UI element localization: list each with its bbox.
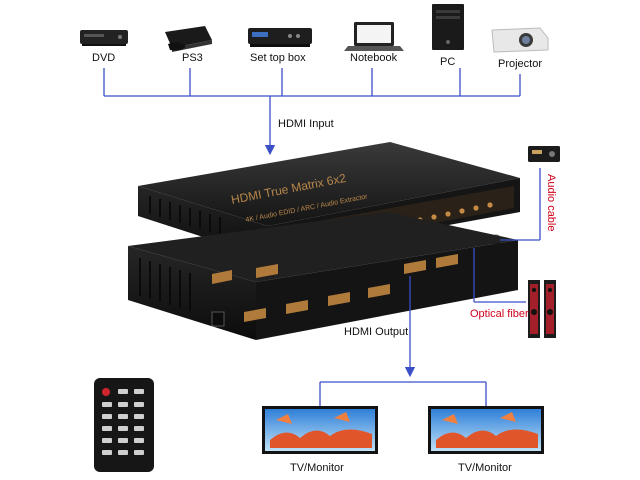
audio-cable-label: Audio cable — [545, 174, 557, 232]
projector-icon — [491, 27, 549, 53]
output-label-tv-2: TV/Monitor — [458, 462, 512, 474]
source-label-pc: PC — [440, 56, 456, 68]
tv-monitor-icon — [428, 406, 544, 454]
source-label-set-top-box: Set top box — [250, 52, 306, 64]
source-label-ps3: PS3 — [182, 52, 203, 64]
speakers-icon — [528, 280, 556, 338]
dvd-player-icon — [80, 30, 128, 46]
game-console-icon — [165, 26, 212, 52]
optical-fiber-wire — [473, 248, 526, 303]
hdmi-port-icon — [212, 254, 458, 322]
audio-cable-wire — [500, 168, 541, 241]
remote-control-icon — [94, 378, 154, 472]
source-label-dvd: DVD — [92, 52, 116, 64]
set-top-box-icon — [248, 28, 312, 47]
source-label-notebook: Notebook — [350, 52, 398, 64]
output-bus-wire — [319, 276, 487, 406]
output-label-tv-1: TV/Monitor — [290, 462, 344, 474]
hdmi-output-label: HDMI Output — [344, 326, 409, 338]
pc-tower-icon — [432, 4, 464, 50]
source-label-projector: Projector — [498, 58, 543, 70]
tv-monitor-icon — [262, 406, 378, 454]
input-bus-wire — [103, 68, 521, 156]
optical-fiber-label: Optical fiber — [470, 308, 529, 320]
power-port-icon — [211, 311, 225, 327]
hdmi-input-label: HDMI Input — [278, 118, 334, 130]
amplifier-icon — [528, 146, 560, 162]
laptop-icon — [344, 22, 404, 51]
hdmi-matrix-back-unit — [128, 212, 518, 340]
